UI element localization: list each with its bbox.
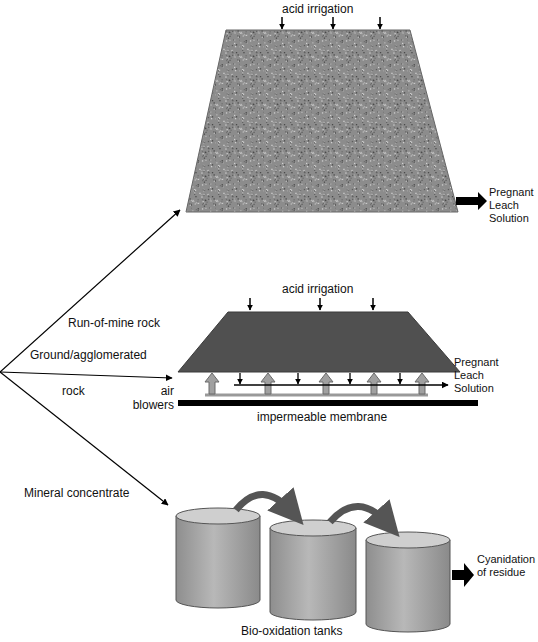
feed-line xyxy=(0,210,180,372)
irrigation-arrow xyxy=(372,298,374,310)
drainage-arrow xyxy=(297,373,298,384)
label-text: acid irrigation xyxy=(282,2,353,16)
drainage-arrows xyxy=(240,373,400,384)
air-blower-arrow xyxy=(205,373,219,394)
air-blower-arrow xyxy=(415,373,429,394)
label-text: rock xyxy=(62,384,85,398)
drainage-arrow xyxy=(399,373,400,384)
feed-line xyxy=(0,372,172,378)
air-manifold xyxy=(205,394,428,397)
bio-oxidation-tank xyxy=(176,508,260,608)
solution-arrow xyxy=(456,192,487,210)
drainage-arrow xyxy=(349,373,350,384)
label-text: Run-of-mine rock xyxy=(68,316,160,330)
irrigation-arrow xyxy=(379,17,381,29)
irrigation-arrow xyxy=(281,17,283,29)
label-text: Bio-oxidation tanks xyxy=(241,624,342,638)
label-text: Ground/agglomerated xyxy=(30,348,147,362)
impermeable-membrane xyxy=(178,400,478,406)
label-text: impermeable membrane xyxy=(257,410,387,424)
irrigation-arrow xyxy=(249,298,251,310)
label-text: Pregnant Leach Solution xyxy=(489,186,536,225)
label-text: air blowers xyxy=(128,384,174,412)
irrigation-arrow xyxy=(319,298,321,310)
irrigation-arrow xyxy=(332,17,334,29)
air-blower-arrow xyxy=(319,373,333,394)
bio-oxidation-tank xyxy=(270,520,356,620)
air-blower-arrow xyxy=(367,373,381,394)
air-blower-arrows xyxy=(205,373,429,394)
agglomerated-heap xyxy=(178,312,460,372)
residue-arrow xyxy=(452,563,474,587)
label-text: Pregnant Leach Solution xyxy=(454,356,504,395)
drainage-arrow xyxy=(239,373,240,384)
label-text: Cyanidation of residue xyxy=(477,553,536,579)
run-of-mine-heap xyxy=(186,30,458,212)
air-blower-arrow xyxy=(261,373,275,394)
label-text: acid irrigation xyxy=(282,282,353,296)
bio-oxidation-tank xyxy=(366,532,450,632)
transfer-arrow xyxy=(236,494,292,512)
feed-line xyxy=(0,372,168,505)
transfer-arrow xyxy=(330,506,388,524)
label-text: Mineral concentrate xyxy=(24,486,129,500)
collection-line xyxy=(234,384,448,386)
